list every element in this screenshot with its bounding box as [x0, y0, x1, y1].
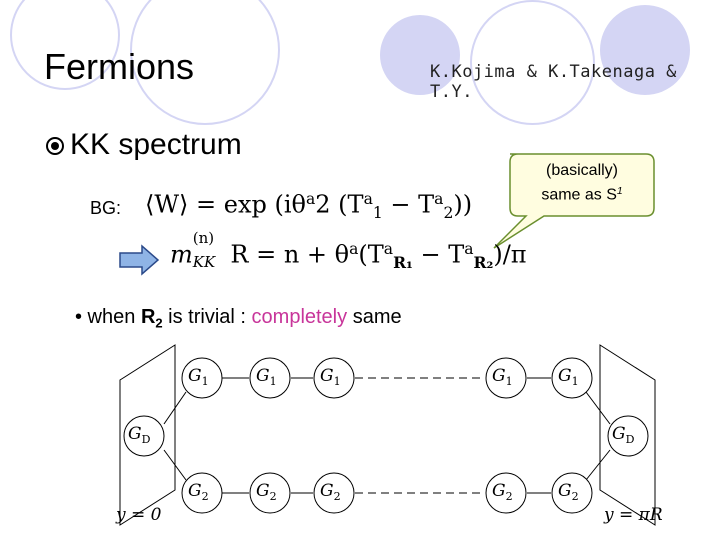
decor-circle [470, 0, 595, 125]
node-bottom-2: G2 [256, 481, 277, 503]
node-right-gd: GD [612, 424, 635, 446]
authors: K.Kojima & K.Takenaga & T.Y. [430, 62, 677, 102]
bullet-kk-spectrum: KK spectrum [70, 128, 242, 161]
node-bottom-3: G2 [320, 481, 341, 503]
node-top-2: G1 [256, 366, 277, 388]
label-y-pir: y = πR [604, 505, 663, 525]
bg-label: BG: [90, 198, 122, 218]
node-bottom-5: G2 [558, 481, 579, 503]
node-bottom-4: G2 [492, 481, 513, 503]
decor-circle [10, 0, 120, 90]
bullet-trivial: • when R2 is trivial : completely same [75, 306, 402, 331]
right-arrow-icon [119, 244, 160, 276]
decor-circle [600, 5, 690, 95]
node-top-3: G1 [320, 366, 341, 388]
node-left-gd: GD [128, 424, 151, 446]
left-brane [119, 344, 176, 526]
callout-line1: (basically) [545, 162, 618, 179]
right-brane [599, 344, 656, 526]
callout-line2: same as S1 [541, 186, 623, 204]
callout-bubble [493, 153, 655, 249]
mass-formula: m(n)KK R = n + θa(TaR₁ − TaR₂)/π [170, 228, 527, 273]
callout-text: (basically) same as S1 [510, 160, 654, 206]
bg-formula: ⟨W⟩ = exp (iθa2 (Ta1 − Ta2)) [145, 190, 473, 223]
decor-circle [380, 15, 460, 95]
node-top-4: G1 [492, 366, 513, 388]
node-top-5: G1 [558, 366, 579, 388]
slide-title: Fermions [44, 46, 195, 87]
bullet-icon [46, 137, 64, 155]
node-top-1: G1 [188, 366, 209, 388]
node-bottom-1: G2 [188, 481, 209, 503]
label-y-0: y = 0 [116, 505, 162, 525]
quiver-diagram [119, 344, 656, 526]
